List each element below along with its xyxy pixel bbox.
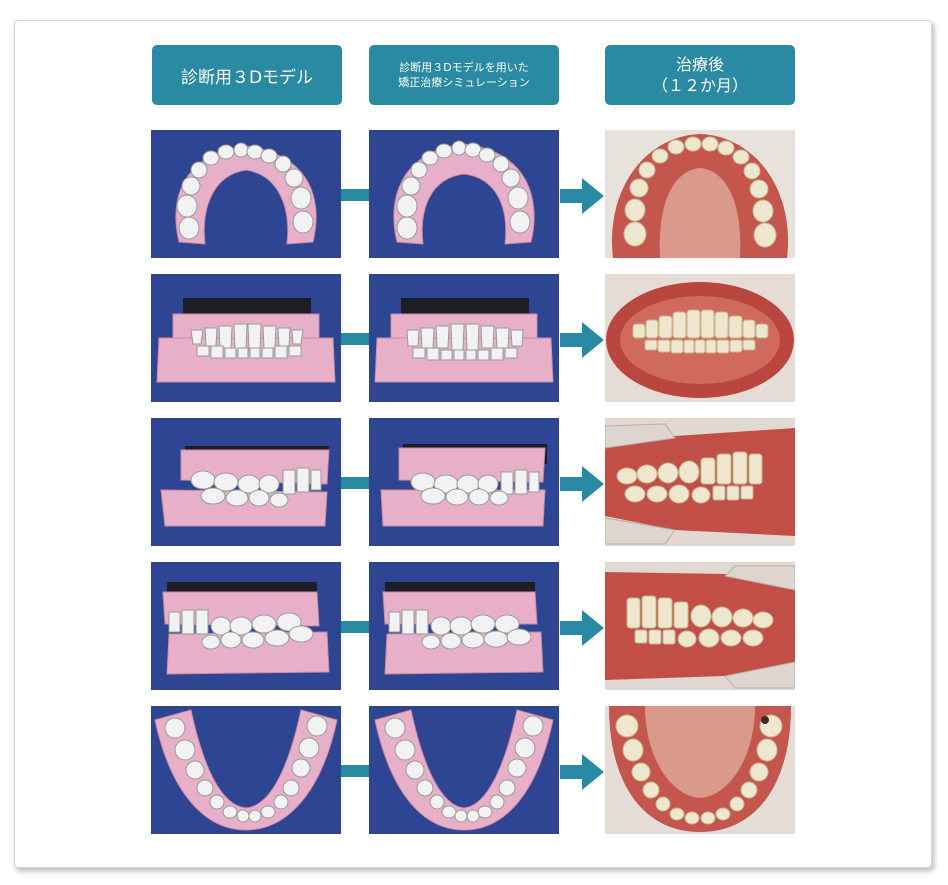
- connector-row2: [341, 333, 369, 345]
- arrow-right-icon-row2: [560, 322, 604, 358]
- connector-row4: [341, 621, 369, 633]
- arrow-right-icon-row1: [560, 178, 604, 214]
- photo-after-left-lateral: [605, 562, 795, 690]
- photo-after-frontal: [605, 274, 795, 402]
- model-simulation-left-lateral: [369, 562, 559, 690]
- header-treatment-simulation: 診断用３Dモデルを用いた 矯正治療シミュレーション: [369, 45, 559, 105]
- model-before-frontal: [151, 274, 341, 402]
- model-before-left-lateral: [151, 562, 341, 690]
- photo-after-right-lateral: [605, 418, 795, 546]
- photo-after-upper-occlusal: [605, 130, 795, 258]
- arrow-right-icon-row5: [560, 754, 604, 790]
- model-simulation-lower-occlusal: [369, 706, 559, 834]
- header-simulation-line1: 診断用３Dモデルを用いた: [399, 61, 529, 74]
- model-simulation-upper-occlusal: [369, 130, 559, 258]
- header-after-line2: （１２か月）: [651, 76, 748, 95]
- connector-row1: [341, 189, 369, 201]
- arrow-right-icon-row3: [560, 466, 604, 502]
- header-after-line1: 治療後: [675, 55, 724, 74]
- model-simulation-frontal: [369, 274, 559, 402]
- header-after-treatment: 治療後 （１２か月）: [605, 45, 795, 105]
- photo-after-lower-occlusal: [605, 706, 795, 834]
- connector-row5: [341, 765, 369, 777]
- header-simulation-line2: 矯正治療シミュレーション: [398, 76, 530, 89]
- connector-row3: [341, 477, 369, 489]
- arrow-right-icon-row4: [560, 610, 604, 646]
- header-diagnostic-model-label: 診断用３Dモデル: [180, 67, 314, 88]
- model-before-lower-occlusal: [151, 706, 341, 834]
- header-diagnostic-model: 診断用３Dモデル: [152, 45, 342, 105]
- model-before-upper-occlusal: [151, 130, 341, 258]
- model-before-right-lateral: [151, 418, 341, 546]
- model-simulation-right-lateral: [369, 418, 559, 546]
